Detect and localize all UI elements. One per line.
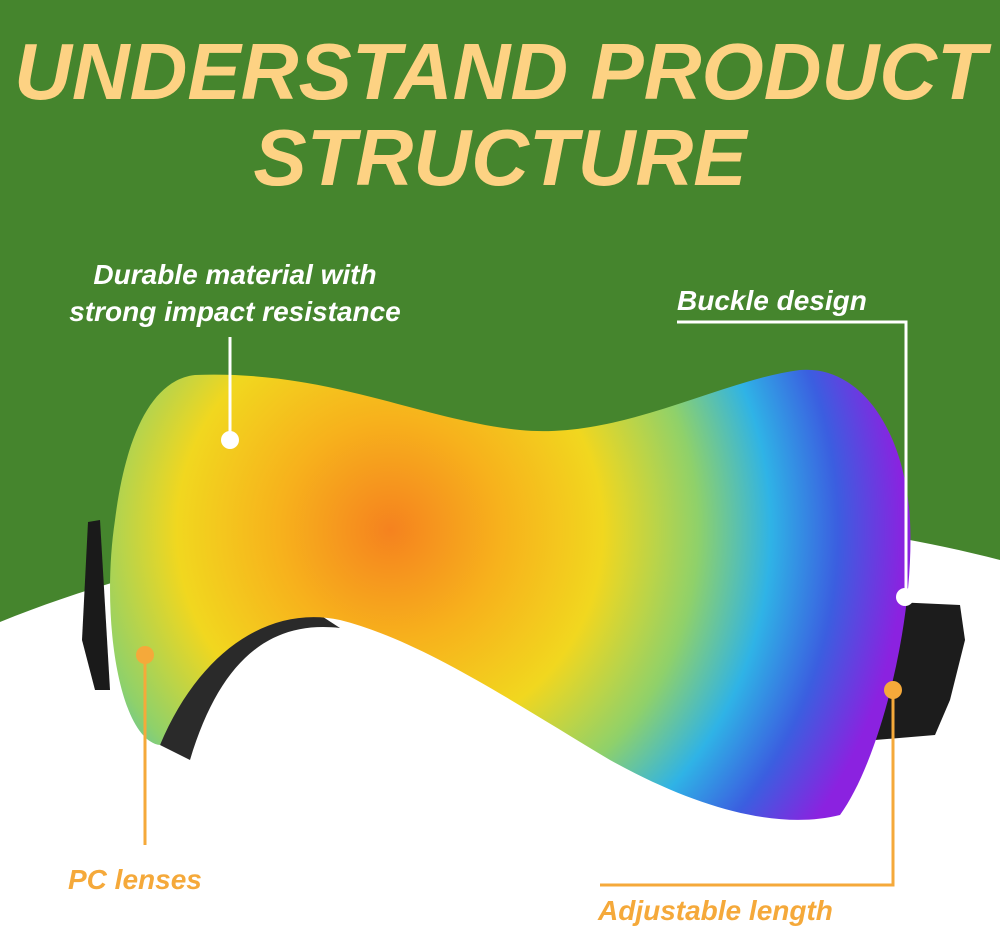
buckle-dot [896,588,914,606]
title-line-2: STRUCTURE [253,113,747,202]
buckle-callout: Buckle design [677,285,867,316]
lenses-callout: PC lenses [68,864,202,895]
lenses-dot [136,646,154,664]
left-strap [82,520,110,690]
goggle-lens [110,369,911,820]
title-line-1: UNDERSTAND PRODUCT [14,27,986,116]
buckle-leader-line [677,320,908,597]
strap-dot [884,681,902,699]
inner-strap [160,611,340,760]
material-dot [221,431,239,449]
strap-callout: Adjustable length [598,895,833,926]
material-callout-line-1: Durable material with [93,259,377,290]
strap-leader-line [600,690,895,887]
material-callout-line-2: strong impact resistance [69,296,401,327]
